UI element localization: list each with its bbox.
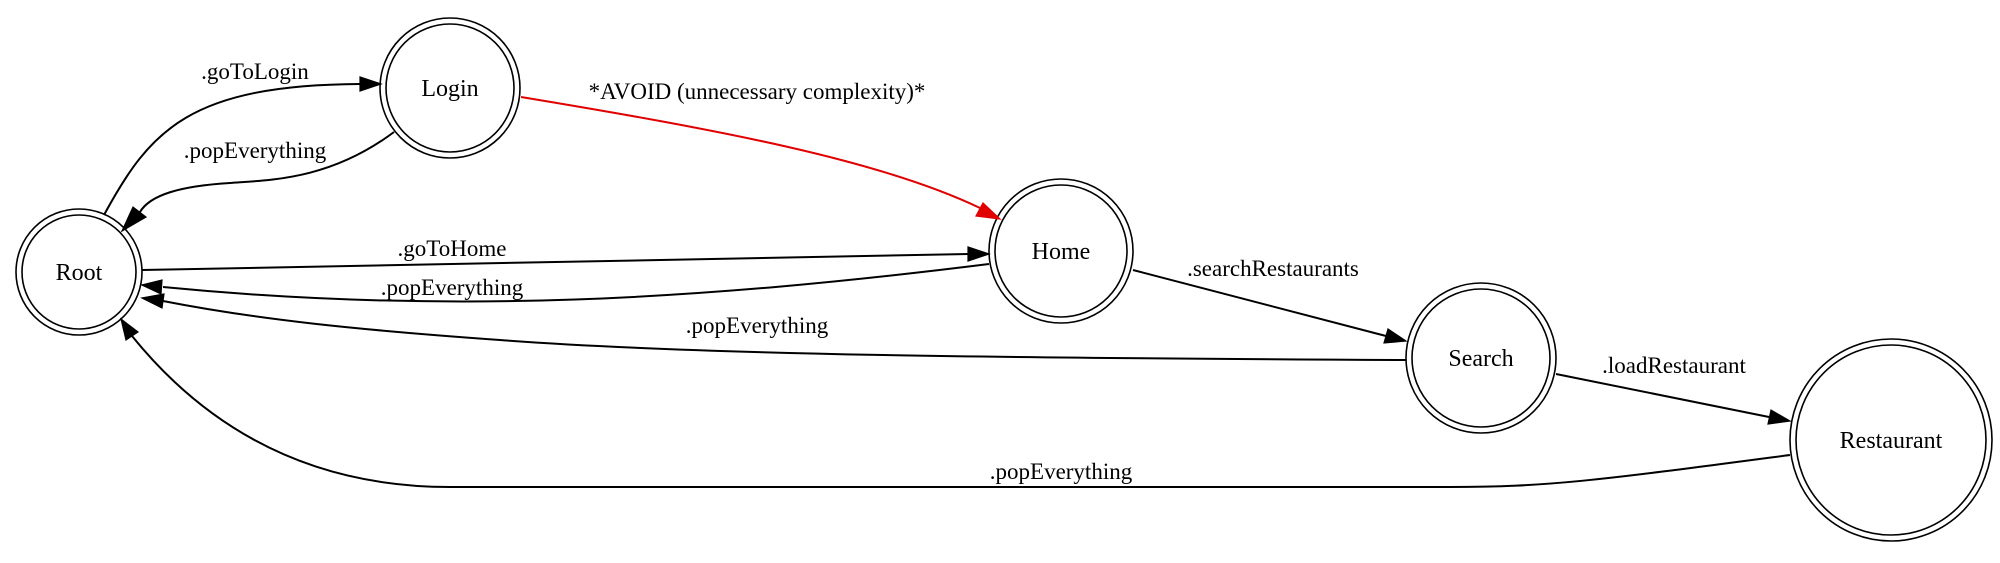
edge-login-to-root: .popEverything <box>120 131 395 233</box>
node-search-label: Search <box>1448 346 1513 372</box>
edge-root-to-home: .goToHome <box>141 236 991 271</box>
edge-root-to-home-label: .goToHome <box>398 236 507 261</box>
edge-search-to-restaurant-label: .loadRestaurant <box>1602 353 1746 378</box>
edge-login-to-home: *AVOID (unnecessary complexity)* <box>520 79 1002 220</box>
node-restaurant: Restaurant <box>1789 338 1993 542</box>
node-restaurant-label: Restaurant <box>1840 428 1943 454</box>
node-home-label: Home <box>1032 239 1091 265</box>
edge-home-to-search-label: .searchRestaurants <box>1187 256 1359 281</box>
edge-home-to-search: .searchRestaurants <box>1132 256 1408 344</box>
edge-search-to-root-label: .popEverything <box>686 313 829 338</box>
edge-login-to-root-label: .popEverything <box>184 138 327 163</box>
edge-search-to-restaurant: .loadRestaurant <box>1555 353 1792 425</box>
node-root-label: Root <box>56 260 103 286</box>
node-login-label: Login <box>421 76 478 102</box>
edge-home-to-root: .popEverything <box>140 263 990 303</box>
node-home: Home <box>988 178 1134 324</box>
edge-home-to-root-label: .popEverything <box>381 275 524 300</box>
edge-login-to-home-label: *AVOID (unnecessary complexity)* <box>589 79 926 104</box>
node-login: Login <box>379 17 521 159</box>
node-root: Root <box>15 208 143 336</box>
edge-restaurant-to-root: .popEverything <box>120 317 1791 488</box>
edge-search-to-root: .popEverything <box>140 293 1407 361</box>
edge-root-to-login: .goToLogin <box>103 59 383 216</box>
edge-restaurant-to-root-label: .popEverything <box>990 459 1133 484</box>
edge-root-to-login-label: .goToLogin <box>201 59 309 84</box>
node-search: Search <box>1405 282 1557 434</box>
